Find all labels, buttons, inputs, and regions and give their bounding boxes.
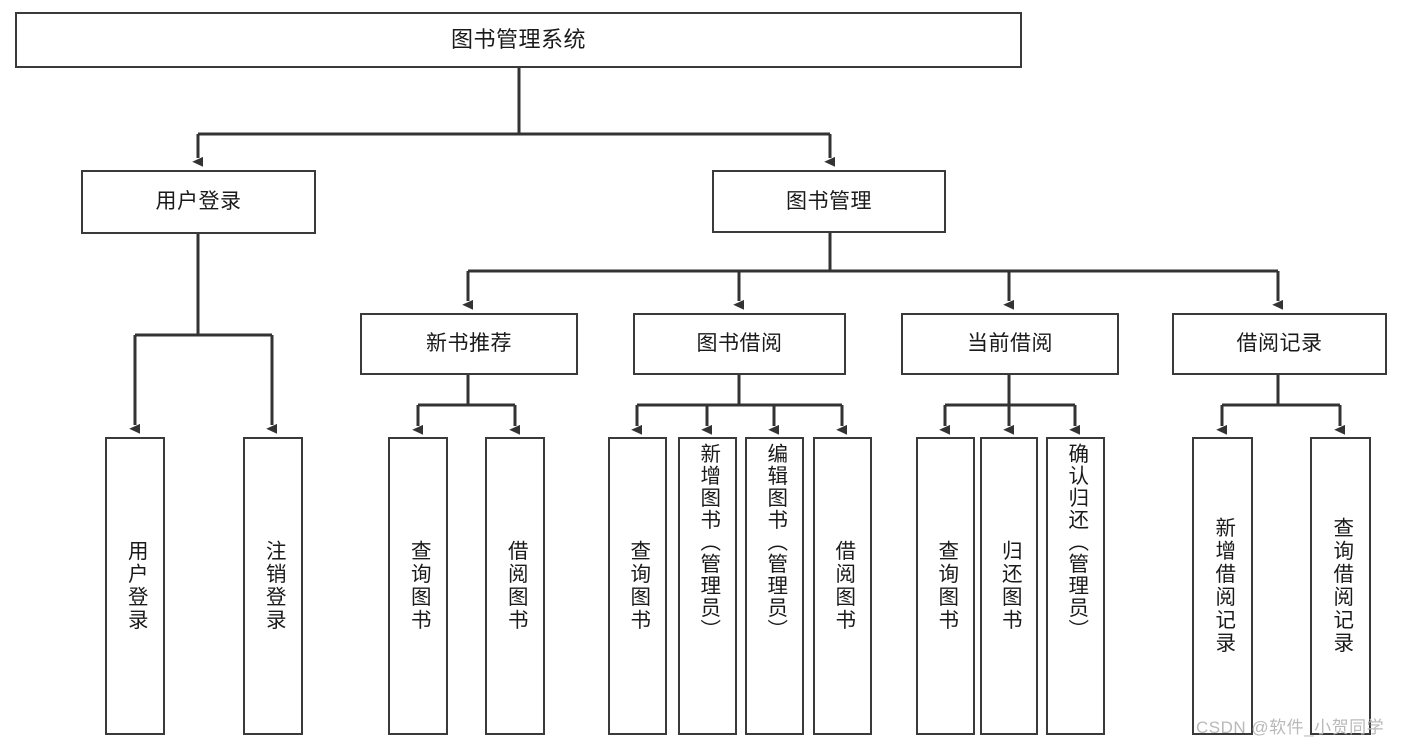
node-label: 借阅记录	[1236, 332, 1323, 356]
node-user-login[interactable]: 用户登录	[81, 170, 316, 234]
leaf-borrow-edit-book-admin[interactable]: 编辑图书（管理员）	[745, 437, 804, 735]
node-label: 确认归还（管理员）	[1064, 443, 1088, 641]
leaf-current-query-book[interactable]: 查询图书	[916, 437, 975, 735]
node-label: 新增借阅记录	[1211, 517, 1235, 655]
node-label: 查询图书	[626, 540, 650, 632]
leaf-borrow-borrow-book[interactable]: 借阅图书	[813, 437, 872, 735]
leaf-new-book-query-book[interactable]: 查询图书	[388, 437, 448, 735]
node-label: 用户登录	[155, 190, 242, 214]
node-label: 图书管理	[786, 189, 872, 213]
node-label: 当前借阅	[967, 332, 1053, 356]
leaf-records-add-record[interactable]: 新增借阅记录	[1192, 437, 1253, 735]
node-label: 用户登录	[124, 540, 148, 632]
node-current-borrow[interactable]: 当前借阅	[901, 313, 1119, 375]
leaf-borrow-add-book-admin[interactable]: 新增图书（管理员）	[678, 437, 737, 735]
node-root-system[interactable]: 图书管理系统	[15, 12, 1022, 68]
node-label: 图书管理系统	[450, 26, 586, 52]
node-new-book-recommend[interactable]: 新书推荐	[360, 313, 578, 375]
leaf-user-login-login[interactable]: 用户登录	[105, 437, 165, 735]
node-label: 新书推荐	[426, 332, 512, 356]
leaf-user-login-logout[interactable]: 注销登录	[243, 437, 303, 735]
node-label: 借阅图书	[831, 540, 855, 632]
node-label: 新增图书（管理员）	[696, 443, 720, 641]
leaf-new-book-borrow-book[interactable]: 借阅图书	[485, 437, 545, 735]
node-book-borrow[interactable]: 图书借阅	[633, 313, 846, 375]
leaf-borrow-query-book[interactable]: 查询图书	[608, 437, 667, 735]
leaf-current-return-book[interactable]: 归还图书	[980, 437, 1038, 735]
node-label: 查询图书	[934, 540, 958, 632]
node-label: 查询图书	[407, 540, 431, 632]
node-label: 图书借阅	[696, 332, 783, 356]
leaf-current-confirm-return-admin[interactable]: 确认归还（管理员）	[1046, 437, 1105, 735]
node-borrow-records[interactable]: 借阅记录	[1172, 313, 1387, 375]
csdn-watermark: CSDN @软件_小贺同学	[1196, 718, 1385, 737]
node-label: 编辑图书（管理员）	[763, 443, 787, 641]
node-book-management[interactable]: 图书管理	[712, 170, 946, 233]
node-label: 查询借阅记录	[1329, 517, 1353, 655]
leaf-records-query-record[interactable]: 查询借阅记录	[1310, 437, 1371, 735]
node-label: 归还图书	[998, 540, 1022, 632]
node-label: 注销登录	[262, 540, 286, 632]
node-label: 借阅图书	[504, 540, 528, 632]
